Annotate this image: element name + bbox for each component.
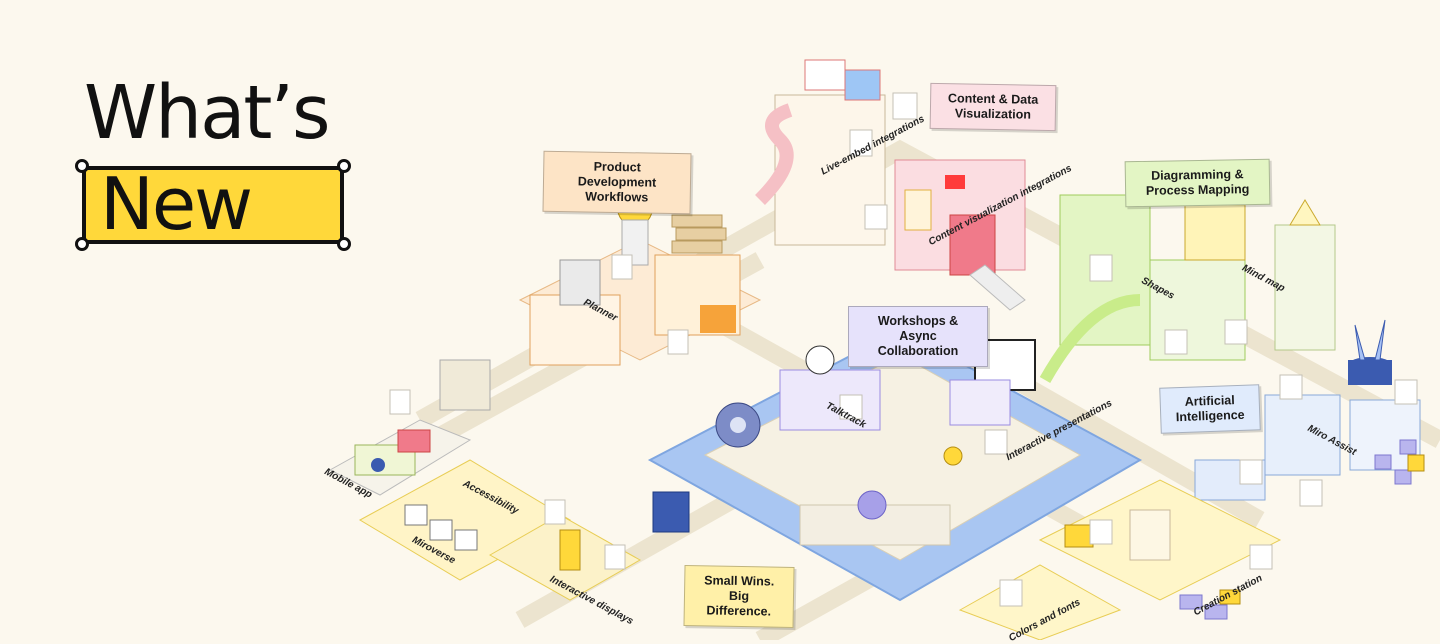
resize-handle-icon (75, 237, 89, 251)
lower-left-districts (328, 419, 690, 601)
label-ai: Artificial Intelligence (1159, 384, 1261, 434)
info-cards (389, 92, 1418, 607)
product-dev-district (439, 182, 762, 411)
resize-handle-icon (75, 159, 89, 173)
label-diagramming: Diagramming & Process Mapping (1124, 158, 1271, 208)
hero-title: What’s (84, 70, 331, 156)
content-data-district (754, 59, 1026, 311)
ai-district (1194, 319, 1425, 501)
hero-highlight-box: New (82, 166, 344, 244)
label-content-data: Content & Data Visualization (929, 82, 1057, 132)
label-product-development: Product Development Workflows (542, 150, 692, 215)
workshops-district (715, 339, 1036, 520)
resize-handle-icon (337, 159, 351, 173)
resize-handle-icon (337, 237, 351, 251)
creation-station-district (958, 479, 1282, 640)
hero-subtitle: New (100, 162, 253, 246)
label-workshops: Workshops & Async Collaboration (848, 306, 988, 367)
label-small-wins: Small Wins. Big Difference. (683, 565, 795, 628)
